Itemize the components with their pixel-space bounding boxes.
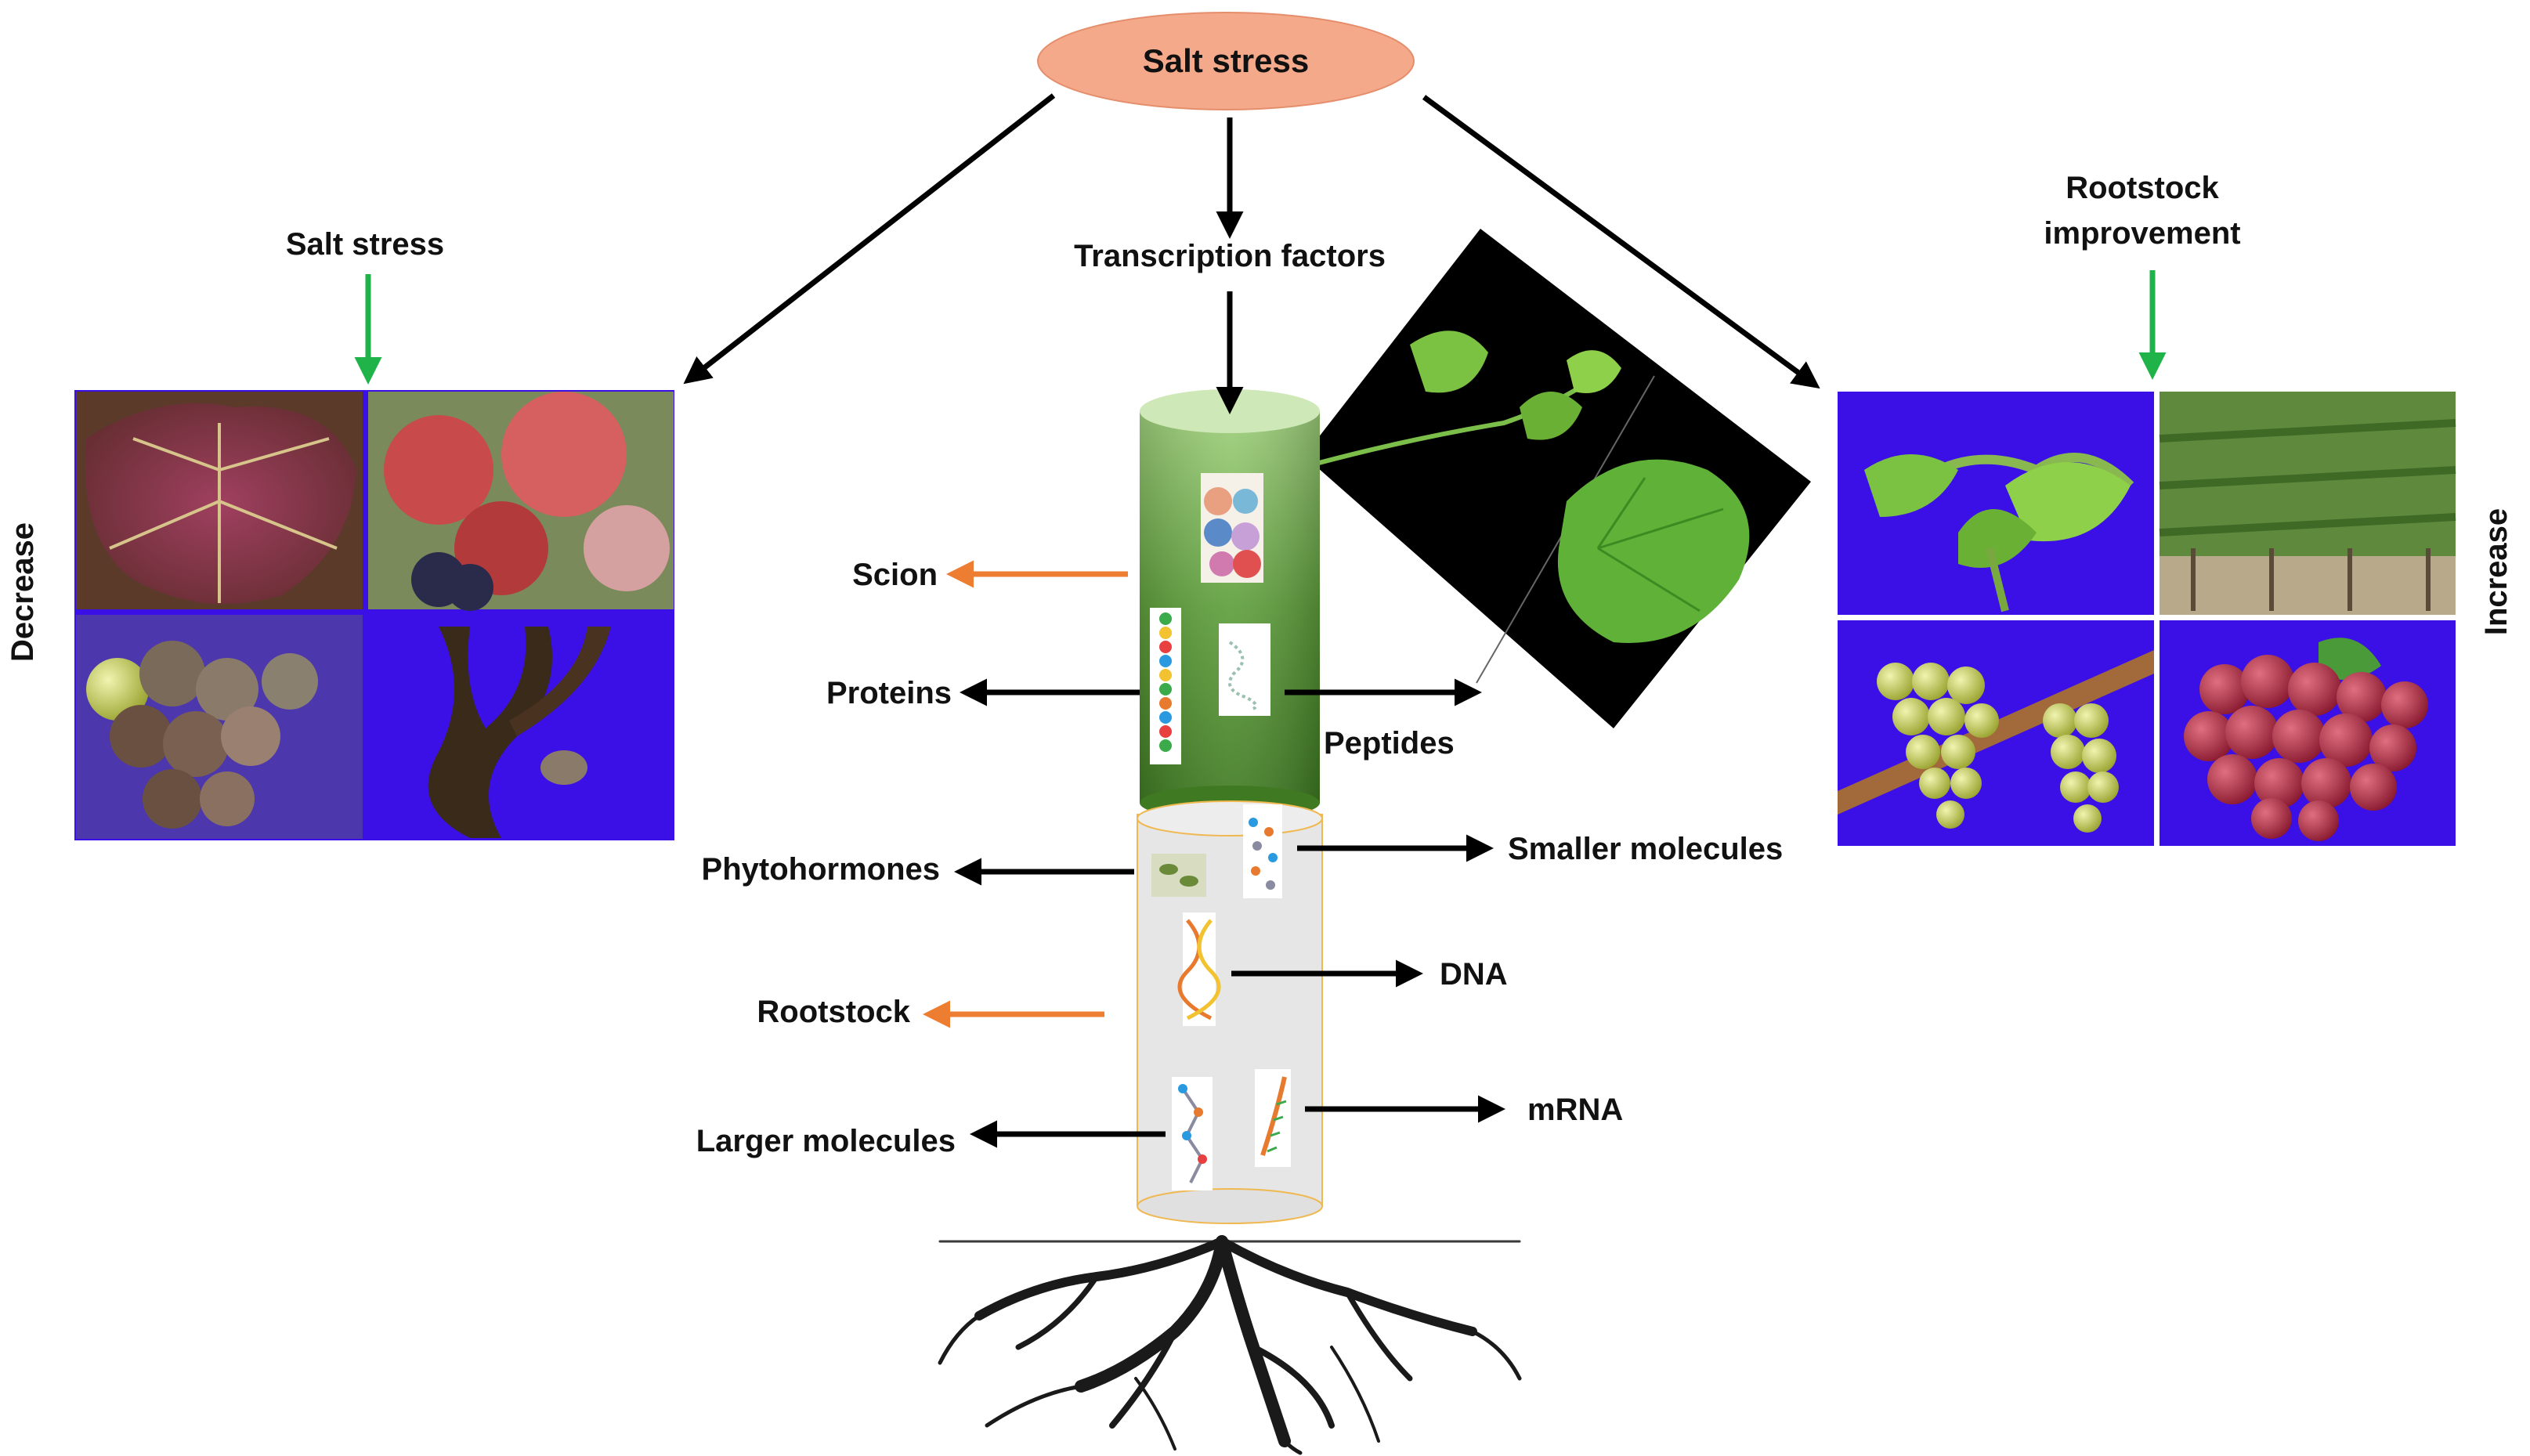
photo-young-shoot xyxy=(1838,392,2154,615)
title-node: Salt stress xyxy=(1037,12,1415,110)
phytohormone-icon xyxy=(1151,854,1206,897)
proteins-label: Proteins xyxy=(826,676,952,710)
small-molecules-icon xyxy=(1243,804,1282,898)
rootstock-cylinder xyxy=(1137,800,1323,1224)
rootstock-label: Rootstock xyxy=(757,995,910,1029)
right-panel: Rootstock improvement xyxy=(1838,171,2514,846)
increase-label: Increase xyxy=(2479,508,2514,635)
protein-icon xyxy=(1150,608,1181,764)
photo-vine-trunk xyxy=(368,615,674,839)
peptides-label: Peptides xyxy=(1324,726,1455,761)
right-panel-label-line2: improvement xyxy=(2044,216,2240,251)
larger-molecules-label: Larger molecules xyxy=(696,1124,956,1158)
mrna-label: mRNA xyxy=(1527,1093,1623,1127)
right-panel-label-line1: Rootstock xyxy=(2066,171,2219,205)
dna-icon xyxy=(1177,912,1221,1026)
photo-rotten-grapes xyxy=(76,615,363,839)
large-molecules-icon xyxy=(1172,1077,1213,1190)
smaller-molecules-label: Smaller molecules xyxy=(1508,832,1783,866)
decrease-label: Decrease xyxy=(5,522,40,662)
left-panel: Salt stress xyxy=(5,227,674,840)
mrna-icon xyxy=(1255,1069,1291,1167)
arrow-to-right-panel xyxy=(1422,95,1820,389)
transcription-factors-label: Transcription factors xyxy=(1074,239,1386,273)
arrow-to-left-panel xyxy=(683,93,1056,385)
left-panel-label: Salt stress xyxy=(286,227,444,262)
phytohormones-label: Phytohormones xyxy=(702,852,940,887)
scion-cylinder xyxy=(1140,389,1320,820)
tf-icon xyxy=(1201,473,1263,583)
peptide-icon xyxy=(1219,623,1270,716)
title-label: Salt stress xyxy=(1143,42,1309,79)
dna-label: DNA xyxy=(1440,957,1508,992)
photo-red-vine xyxy=(368,392,674,611)
photo-red-grapes xyxy=(2160,620,2456,846)
photo-leaf-diamond xyxy=(1304,229,1811,728)
roots-illustration xyxy=(938,1235,1522,1455)
photo-vineyard xyxy=(2159,392,2456,615)
left-photo-grid xyxy=(74,390,674,840)
photo-red-leaf xyxy=(76,392,363,609)
right-photo-grid xyxy=(1838,392,2456,846)
scion-label: Scion xyxy=(852,558,938,592)
photo-green-grapes xyxy=(1838,620,2154,846)
